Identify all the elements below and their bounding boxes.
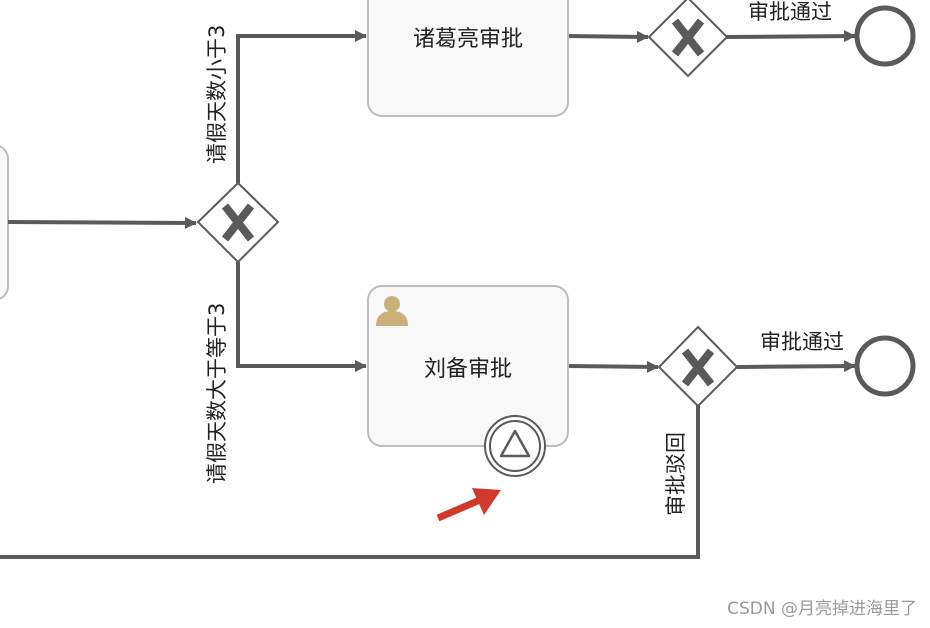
flow-approve-bottom-label: 审批通过 xyxy=(760,330,844,354)
signal-boundary-event-icon[interactable] xyxy=(484,415,546,477)
flow-gt3[interactable] xyxy=(236,262,367,372)
exclusive-gateway-icon[interactable] xyxy=(657,325,739,408)
end-event-top[interactable] xyxy=(854,5,916,67)
exclusive-gateway-icon[interactable] xyxy=(647,0,729,78)
flow-reject-label: 审批驳回 xyxy=(664,432,688,516)
end-event-bottom[interactable] xyxy=(854,335,916,397)
exclusive-gateway-icon[interactable] xyxy=(196,181,280,264)
task-liubei-label: 刘备审批 xyxy=(424,357,512,382)
flow-lt3[interactable] xyxy=(236,30,367,183)
sequence-flows xyxy=(0,30,856,559)
watermark: CSDN @月亮掉进海里了 xyxy=(727,599,917,619)
previous-task-partial[interactable] xyxy=(0,145,9,300)
flow-reject[interactable] xyxy=(0,405,700,559)
user-icon xyxy=(376,296,408,326)
task-zhuge-label: 诸葛亮审批 xyxy=(413,27,523,52)
flow-approve-top-label: 审批通过 xyxy=(748,0,832,24)
flow-into-gateway[interactable] xyxy=(7,216,197,229)
flow-zhuge-to-gateway[interactable] xyxy=(567,30,649,43)
flow-liubei-to-gateway[interactable] xyxy=(567,360,659,373)
task-zhuge[interactable]: 诸葛亮审批 xyxy=(367,0,569,117)
red-arrow-icon xyxy=(436,488,501,522)
flow-gt3-label: 请假天数大于等于3 xyxy=(205,303,229,484)
flow-approve-top[interactable] xyxy=(725,30,856,43)
flow-approve-bottom[interactable] xyxy=(736,360,856,373)
flow-lt3-label: 请假天数小于3 xyxy=(205,25,229,164)
task-liubei[interactable]: 刘备审批 xyxy=(367,285,569,447)
